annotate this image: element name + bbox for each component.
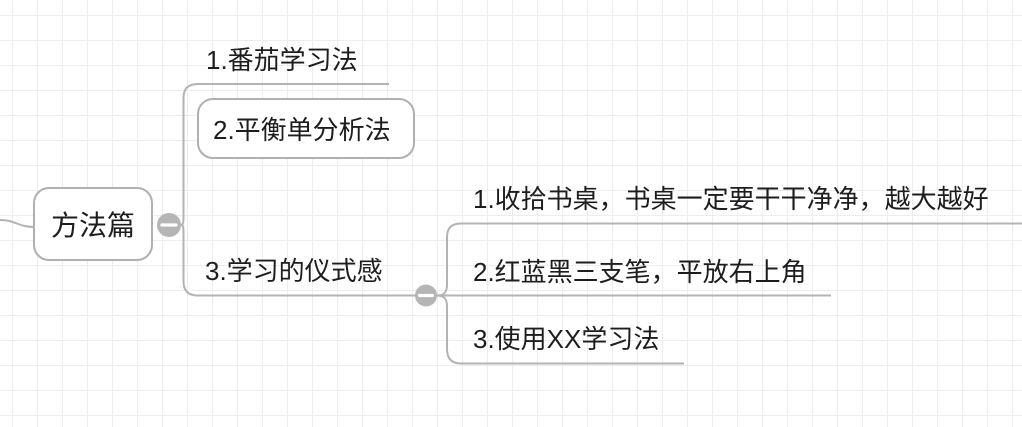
- topic-balance-sheet-method[interactable]: 2.平衡单分析法: [197, 98, 415, 159]
- connector-ritual-to-xxmethod: [436, 294, 684, 365]
- connector-parent-to-root: [0, 219, 35, 228]
- connector-ritual-to-desk: [436, 222, 1022, 297]
- topic-tidy-desk[interactable]: 1.收拾书桌，书桌一定要干干净净，越大越好: [473, 186, 989, 212]
- topic-three-pens[interactable]: 2.红蓝黑三支笔，平放右上角: [473, 259, 807, 285]
- connector-root-to-ritual: [180, 224, 415, 297]
- topic-label: 2.平衡单分析法: [213, 115, 391, 145]
- topic-label: 3.学习的仪式感: [205, 256, 383, 286]
- collapse-button-root[interactable]: [157, 213, 181, 237]
- topic-root-label: 方法篇: [50, 210, 135, 241]
- topic-label: 1.收拾书桌，书桌一定要干干净净，越大越好: [473, 184, 989, 214]
- topic-label: 1.番茄学习法: [206, 45, 358, 75]
- topic-study-ritual[interactable]: 3.学习的仪式感: [205, 258, 383, 284]
- topic-label: 3.使用XX学习法: [473, 324, 660, 354]
- connector-root-to-pomodoro: [180, 83, 389, 226]
- topic-pomodoro-method[interactable]: 1.番茄学习法: [206, 47, 358, 73]
- topic-label: 2.红蓝黑三支笔，平放右上角: [473, 257, 807, 287]
- collapse-button-ritual[interactable]: [415, 284, 437, 307]
- topic-use-xx-method[interactable]: 3.使用XX学习法: [473, 326, 659, 352]
- topic-root[interactable]: 方法篇: [33, 187, 153, 261]
